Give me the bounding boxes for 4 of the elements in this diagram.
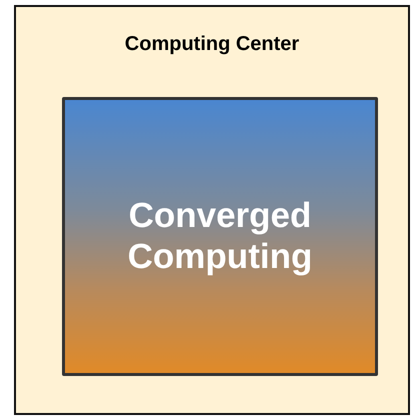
process-box [62,97,378,376]
box-label: Converged Computing [126,196,314,277]
container-title: Computing Center [124,33,300,56]
container-box [14,5,410,415]
